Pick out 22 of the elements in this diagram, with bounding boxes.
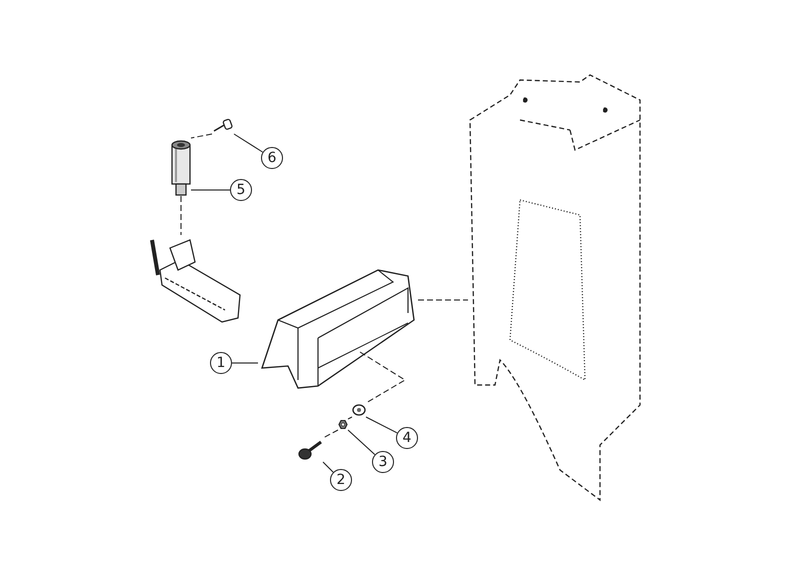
- leader-line: [234, 134, 264, 153]
- washer-drawing: [352, 403, 366, 417]
- assembly-line: [180, 196, 182, 236]
- assembly-line: [360, 352, 406, 404]
- bolt-drawing: [297, 438, 323, 462]
- nut-drawing: [338, 419, 348, 430]
- leader-line: [366, 416, 398, 434]
- callout-number: 2: [330, 469, 352, 491]
- assembly-line: [322, 430, 338, 438]
- callout-number: 3: [372, 451, 394, 473]
- assembly-line: [190, 134, 212, 138]
- stand-drawing: [468, 73, 642, 503]
- leader-line: [232, 362, 258, 364]
- leader-line: [322, 462, 334, 473]
- screw-drawing: [212, 119, 234, 134]
- post-drawing: [171, 138, 191, 196]
- callout-number: 1: [210, 352, 232, 374]
- assembly-line: [348, 416, 352, 420]
- callout-number: 6: [261, 147, 283, 169]
- callout-number: 4: [396, 427, 418, 449]
- callout-number: 5: [230, 179, 252, 201]
- leader-line: [348, 430, 376, 456]
